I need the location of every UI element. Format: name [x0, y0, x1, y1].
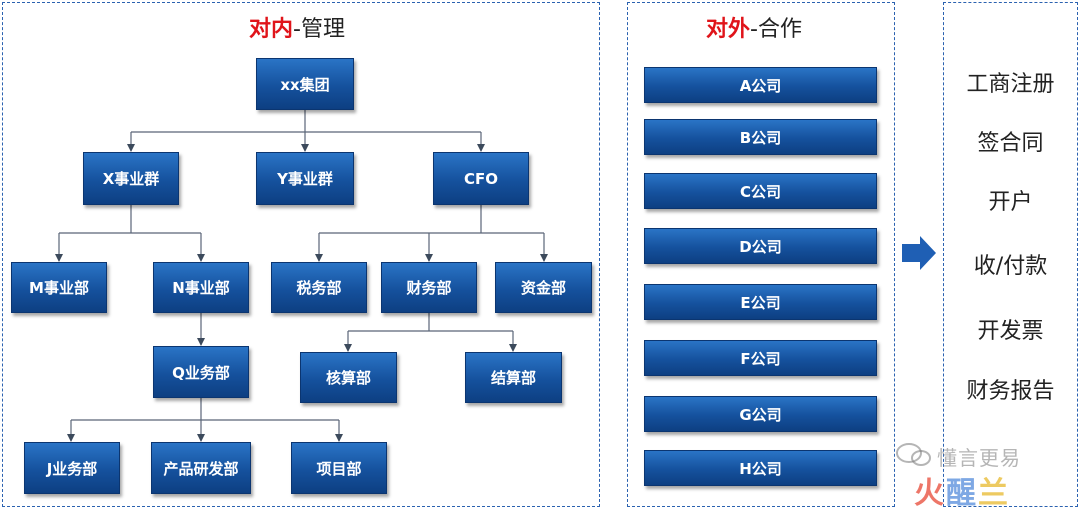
wechat-icon: [896, 443, 931, 466]
company-a: A公司: [644, 67, 877, 103]
org-node-project: 项目部: [291, 442, 387, 494]
external-title-rest: -合作: [750, 17, 802, 42]
activity-sign-contract: 签合同: [977, 131, 1044, 156]
activity-open-account: 开户: [988, 190, 1033, 215]
org-node-x-group: X事业群: [83, 152, 179, 205]
org-node-y-group: Y事业群: [256, 152, 354, 205]
activity-business-registration: 工商注册: [966, 72, 1055, 97]
internal-title-accent: 对内: [249, 17, 294, 42]
company-g: G公司: [644, 396, 877, 432]
right-arrow-icon: [902, 236, 936, 270]
org-node-cfo: CFO: [433, 152, 529, 205]
watermark-logo-part: 醒: [946, 476, 978, 511]
company-c: C公司: [644, 173, 877, 209]
watermark-logo-part: 兰: [978, 476, 1010, 511]
company-h: H公司: [644, 450, 877, 486]
org-node-tax: 税务部: [271, 262, 367, 313]
internal-title-rest: -管理: [293, 17, 345, 42]
company-d: D公司: [644, 228, 877, 264]
external-title-accent: 对外: [706, 17, 751, 42]
watermark: 懂言更易 火醒兰: [892, 438, 1077, 511]
external-title: 对外-合作: [706, 16, 802, 44]
org-node-n-dept: N事业部: [153, 262, 249, 313]
company-b: B公司: [644, 119, 877, 155]
company-e: E公司: [644, 284, 877, 320]
org-node-product: 产品研发部: [151, 442, 251, 494]
watermark-logo: 火醒兰: [914, 468, 1010, 512]
org-node-j-dept: J业务部: [24, 442, 120, 494]
internal-title: 对内-管理: [249, 16, 345, 44]
activity-financial-report: 财务报告: [966, 379, 1055, 404]
org-node-q-dept: Q业务部: [153, 346, 249, 398]
org-node-settlement: 结算部: [465, 352, 562, 403]
activity-receive-pay: 收/付款: [973, 254, 1048, 279]
watermark-logo-part: 火: [914, 476, 946, 511]
org-node-capital: 资金部: [495, 262, 592, 313]
activities-panel: [943, 2, 1078, 507]
org-node-group: xx集团: [256, 58, 354, 110]
org-node-finance: 财务部: [381, 262, 477, 313]
company-f: F公司: [644, 340, 877, 376]
org-node-m-dept: M事业部: [11, 262, 107, 313]
org-node-accounting: 核算部: [300, 352, 397, 403]
activity-invoice: 开发票: [977, 319, 1044, 344]
watermark-text: 懂言更易: [937, 446, 1021, 470]
